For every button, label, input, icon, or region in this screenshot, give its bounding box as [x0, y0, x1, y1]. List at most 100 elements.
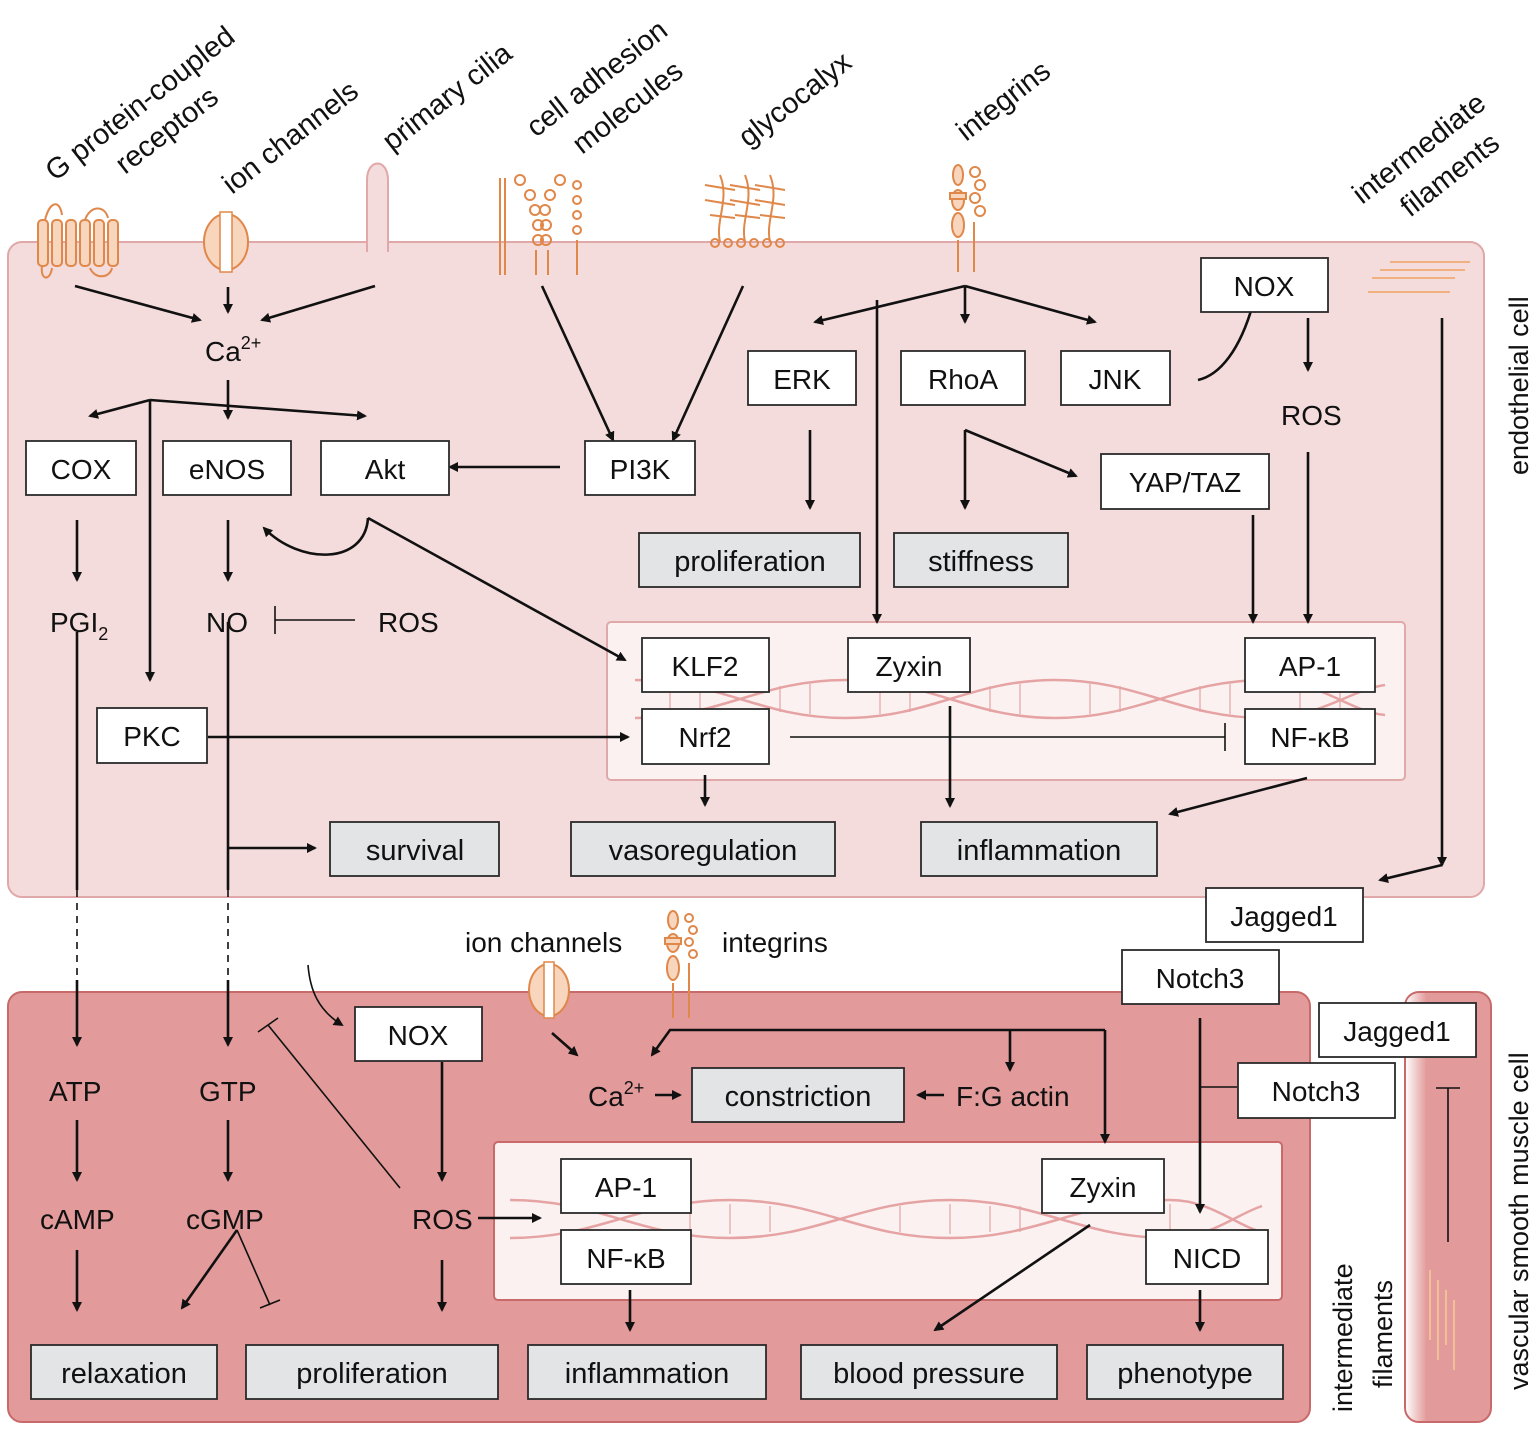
outcome-relaxation: relaxation — [30, 1344, 218, 1400]
integrins-label: integrins — [951, 55, 1057, 148]
outcome-constriction: constriction — [691, 1067, 905, 1123]
pi3k-box: PI3K — [584, 440, 696, 496]
notch3-vsmc-box: Notch3 — [1237, 1062, 1396, 1119]
rhoa-box: RhoA — [900, 350, 1026, 406]
outcome-proliferation-ec: proliferation — [638, 532, 861, 588]
zyxin-ec-box: Zyxin — [847, 637, 971, 693]
akt-box: Akt — [320, 440, 450, 496]
svg-text:Nrf2: Nrf2 — [679, 722, 732, 753]
svg-text:survival: survival — [366, 835, 464, 867]
klf2-box: KLF2 — [641, 637, 770, 693]
svg-text:RhoA: RhoA — [928, 364, 998, 395]
junction-integrins-label: integrins — [722, 927, 828, 958]
ec-calcium: Ca2+ — [205, 333, 261, 367]
vsmc-camp: cAMP — [40, 1204, 115, 1235]
ion-channels-label: ion channels — [217, 75, 365, 200]
glycocalyx-label: glycocalyx — [733, 46, 859, 154]
ec-ros-top: ROS — [1281, 400, 1342, 431]
jagged1-vsmc-box: Jagged1 — [1318, 1002, 1477, 1058]
ion-channel-icon — [203, 211, 249, 273]
svg-text:Jagged1: Jagged1 — [1230, 901, 1337, 932]
vsmc-ion-channel-icon — [528, 961, 570, 1019]
nfkb-ec-box: NF-κB — [1244, 708, 1376, 765]
vsmc-atp: ATP — [49, 1076, 101, 1107]
svg-text:inflammation: inflammation — [957, 835, 1121, 867]
svg-text:Akt: Akt — [365, 454, 406, 485]
svg-text:NF-κB: NF-κB — [586, 1243, 665, 1274]
vsmc-intermediate-filaments-icon — [1429, 1270, 1455, 1370]
notch3-mid-box: Notch3 — [1121, 949, 1280, 1005]
vsmc-label: vascular smooth muscle cell — [1504, 1052, 1534, 1390]
svg-text:Jagged1: Jagged1 — [1343, 1016, 1450, 1047]
outcome-vasoregulation: vasoregulation — [570, 821, 836, 877]
svg-text:proliferation: proliferation — [674, 546, 826, 578]
vsmc-gtp: GTP — [199, 1076, 257, 1107]
svg-text:NOX: NOX — [388, 1020, 449, 1051]
ap1-vsmc-box: AP-1 — [560, 1158, 692, 1214]
vsmc-cgmp: cGMP — [186, 1204, 264, 1235]
svg-text:NF-κB: NF-κB — [1270, 722, 1349, 753]
ec-nucleus — [606, 621, 1406, 781]
svg-text:COX: COX — [51, 454, 112, 485]
zyxin-vsmc-box: Zyxin — [1041, 1158, 1165, 1214]
vsmc-if-label-line2: filaments — [1368, 1280, 1398, 1388]
nicd-box: NICD — [1145, 1229, 1269, 1285]
svg-text:AP-1: AP-1 — [595, 1172, 657, 1203]
erk-box: ERK — [747, 350, 857, 406]
svg-text:KLF2: KLF2 — [672, 651, 739, 682]
nox-vsmc-box: NOX — [354, 1006, 483, 1062]
vsmc-integrin-icon — [664, 910, 698, 1018]
svg-text:stiffness: stiffness — [928, 546, 1034, 578]
vsmc-fg-actin: F:G actin — [956, 1081, 1070, 1112]
svg-text:proliferation: proliferation — [296, 1358, 448, 1390]
svg-text:constriction: constriction — [725, 1081, 872, 1113]
junction-ion-channels-label: ion channels — [465, 927, 622, 958]
pkc-box: PKC — [96, 707, 208, 764]
intermediate-filaments-icon — [1368, 261, 1470, 293]
svg-text:vasoregulation: vasoregulation — [609, 835, 798, 867]
nrf2-box: Nrf2 — [641, 708, 770, 765]
svg-text:blood pressure: blood pressure — [833, 1358, 1025, 1390]
vsmc-if-label-line1: intermediate — [1328, 1263, 1358, 1412]
svg-text:PKC: PKC — [123, 721, 181, 752]
vsmc-calcium: Ca2+ — [588, 1078, 644, 1112]
svg-text:NICD: NICD — [1173, 1243, 1241, 1274]
primary-cilia-label: primary cilia — [377, 37, 519, 158]
glycocalyx-icon — [704, 174, 786, 248]
svg-text:NOX: NOX — [1234, 271, 1295, 302]
endothelial-cell-label: endothelial cell — [1504, 296, 1534, 475]
svg-text:PI3K: PI3K — [610, 454, 671, 485]
outcome-stiffness: stiffness — [893, 532, 1069, 588]
ec-no: NO — [206, 607, 248, 638]
svg-text:Zyxin: Zyxin — [1070, 1172, 1137, 1203]
primary-cilium-icon — [366, 162, 389, 252]
vsmc-ros: ROS — [412, 1204, 473, 1235]
outcome-inflammation-ec: inflammation — [920, 821, 1158, 877]
ap1-ec-box: AP-1 — [1244, 637, 1376, 693]
enos-box: eNOS — [162, 440, 292, 496]
outcome-phenotype: phenotype — [1086, 1344, 1284, 1400]
cox-box: COX — [25, 440, 137, 496]
svg-text:Notch3: Notch3 — [1272, 1076, 1361, 1107]
outcome-proliferation-vsmc: proliferation — [245, 1344, 499, 1400]
cell-adhesion-molecule-icon — [499, 174, 582, 275]
svg-text:Notch3: Notch3 — [1156, 963, 1245, 994]
jnk-box: JNK — [1060, 350, 1171, 406]
svg-text:Zyxin: Zyxin — [876, 651, 943, 682]
svg-text:eNOS: eNOS — [189, 454, 265, 485]
ec-pgi2: PGI2 — [50, 607, 108, 644]
nfkb-vsmc-box: NF-κB — [560, 1229, 692, 1285]
outcome-inflammation-vsmc: inflammation — [527, 1344, 767, 1400]
yap-taz-box: YAP/TAZ — [1100, 453, 1270, 510]
integrin-icon — [949, 164, 986, 272]
svg-text:inflammation: inflammation — [565, 1358, 729, 1390]
outcome-blood-pressure: blood pressure — [800, 1344, 1058, 1400]
svg-text:ERK: ERK — [773, 364, 831, 395]
ec-ros-mid: ROS — [378, 607, 439, 638]
svg-text:JNK: JNK — [1089, 364, 1142, 395]
svg-text:phenotype: phenotype — [1117, 1358, 1252, 1390]
svg-text:YAP/TAZ: YAP/TAZ — [1129, 467, 1242, 498]
nox-ec-box: NOX — [1200, 257, 1329, 313]
jagged1-ec-box: Jagged1 — [1205, 887, 1364, 943]
